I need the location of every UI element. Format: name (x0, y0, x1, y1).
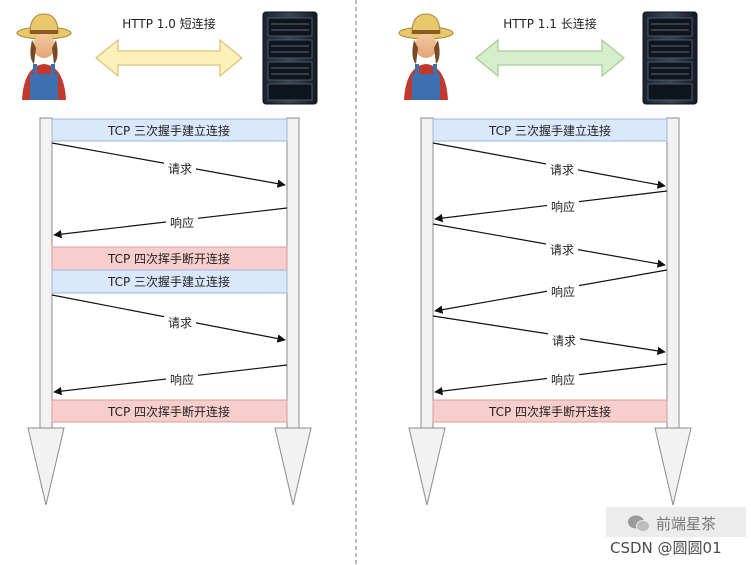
message-label: 请求 (550, 163, 574, 177)
left-band-teardown-2: TCP 四次挥手断开连接 (51, 399, 288, 423)
server-rack-icon (642, 11, 698, 105)
message-label: 响应 (551, 284, 575, 299)
message-label: 响应 (551, 199, 575, 214)
watermark-csdn: CSDN @圆圆01 (610, 539, 722, 557)
left-panel: HTTP 1.0 短连接 TCP 三次握手建立连接 TCP 四次挥手断开连接 T… (16, 11, 318, 506)
message-label: 响应 (170, 215, 194, 230)
left-band-teardown-1: TCP 四次挥手断开连接 (51, 246, 288, 271)
left-double-arrow (95, 38, 243, 78)
message-label: 请求 (552, 334, 576, 348)
left-band-label: TCP 三次握手建立连接 (107, 274, 230, 289)
message-label: 请求 (168, 316, 192, 330)
watermark: 前端星茶 CSDN @圆圆01 (606, 507, 746, 557)
right-band-label: TCP 三次握手建立连接 (488, 123, 611, 138)
right-band-setup: TCP 三次握手建立连接 (432, 118, 668, 142)
right-double-arrow (475, 38, 625, 78)
left-response-arrow-2: 响应 (53, 364, 288, 396)
right-server-lifeline (654, 117, 692, 506)
right-response-arrow-1: 响应 (434, 190, 668, 223)
left-band-setup-2: TCP 三次握手建立连接 (51, 269, 288, 294)
right-request-arrow-2: 请求 (432, 223, 666, 268)
message-label: 响应 (551, 372, 575, 387)
right-client-lifeline (408, 117, 446, 506)
right-band-label: TCP 四次挥手断开连接 (488, 404, 611, 419)
left-band-label: TCP 三次握手建立连接 (107, 123, 230, 138)
client-person-icon (398, 13, 454, 100)
left-band-label: TCP 四次挥手断开连接 (107, 404, 230, 419)
right-band-teardown: TCP 四次挥手断开连接 (432, 399, 668, 423)
left-response-arrow-1: 响应 (53, 207, 288, 239)
client-person-icon (16, 13, 72, 100)
left-band-label: TCP 四次挥手断开连接 (107, 251, 230, 266)
right-request-arrow-1: 请求 (432, 142, 666, 189)
right-response-arrow-3: 响应 (434, 363, 668, 396)
left-server-lifeline (274, 117, 312, 506)
right-panel: HTTP 1.1 长连接 TCP 三次握手建立连接 TCP 四次挥手断开连接 请… (398, 11, 698, 506)
watermark-brand: 前端星茶 (656, 515, 716, 533)
right-response-arrow-2: 响应 (434, 269, 668, 314)
message-label: 请求 (550, 243, 574, 257)
left-request-arrow-2: 请求 (51, 294, 286, 343)
message-label: 请求 (168, 162, 192, 176)
left-title: HTTP 1.0 短连接 (122, 16, 215, 31)
server-rack-icon (262, 11, 318, 105)
wechat-logo-icon (628, 515, 650, 532)
right-title: HTTP 1.1 长连接 (503, 16, 596, 31)
right-request-arrow-3: 请求 (432, 315, 666, 355)
left-band-setup-1: TCP 三次握手建立连接 (51, 118, 288, 142)
left-request-arrow-1: 请求 (51, 142, 286, 188)
left-client-lifeline (27, 117, 65, 506)
message-label: 响应 (170, 372, 194, 387)
